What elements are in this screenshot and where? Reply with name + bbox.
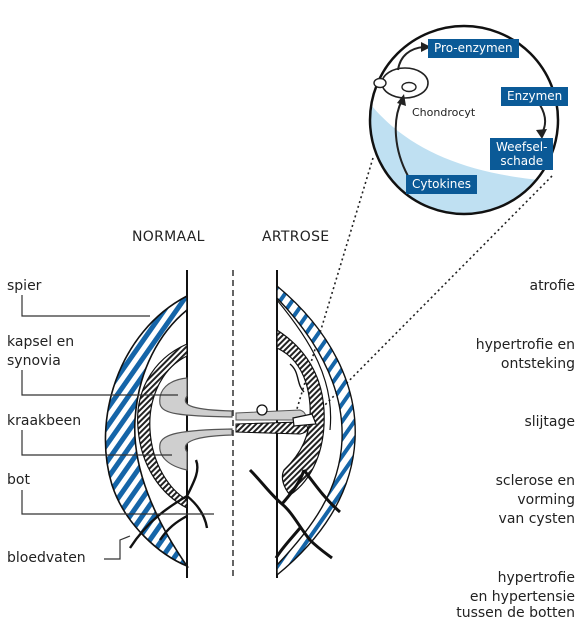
- weefsel-line2: schade: [500, 154, 543, 168]
- label-kapsel: kapsel en: [7, 333, 74, 352]
- tag-weefselschade: Weefsel- schade: [490, 138, 553, 170]
- label-tussen-botten: tussen de botten: [456, 604, 575, 623]
- header-artrose: ARTROSE: [262, 229, 329, 245]
- label-bot: bot: [7, 471, 30, 490]
- label-sclerose: sclerose en: [496, 472, 575, 491]
- tag-enzymen: Enzymen: [501, 87, 568, 106]
- label-ontsteking: ontsteking: [501, 355, 575, 374]
- tag-cytokines: Cytokines: [406, 175, 477, 194]
- label-chondrocyt: Chondrocyt: [412, 106, 475, 119]
- magnifier-line-right: [318, 176, 552, 412]
- label-van-cysten: van cysten: [499, 510, 575, 529]
- tag-pro-enzymen: Pro-enzymen: [428, 39, 519, 58]
- label-synovia: synovia: [7, 352, 61, 371]
- chondrocyte-vesicle: [374, 79, 386, 88]
- normal-cartilage-top: [160, 378, 232, 417]
- label-bloedvaten: bloedvaten: [7, 549, 86, 568]
- label-kraakbeen: kraakbeen: [7, 412, 81, 431]
- label-hypertrofie-2: hypertrofie: [498, 569, 575, 588]
- label-vorming: vorming: [517, 491, 575, 510]
- artrose-cyst: [257, 405, 267, 415]
- chondrocyte-nucleus: [402, 83, 416, 92]
- label-spier: spier: [7, 277, 41, 296]
- weefsel-line1: Weefsel-: [496, 140, 547, 154]
- label-hypertrofie-1: hypertrofie en: [476, 336, 575, 355]
- label-slijtage: slijtage: [524, 413, 575, 432]
- header-normaal: NORMAAL: [132, 229, 205, 245]
- artrose-joint: [236, 270, 355, 578]
- label-atrofie: atrofie: [529, 277, 575, 296]
